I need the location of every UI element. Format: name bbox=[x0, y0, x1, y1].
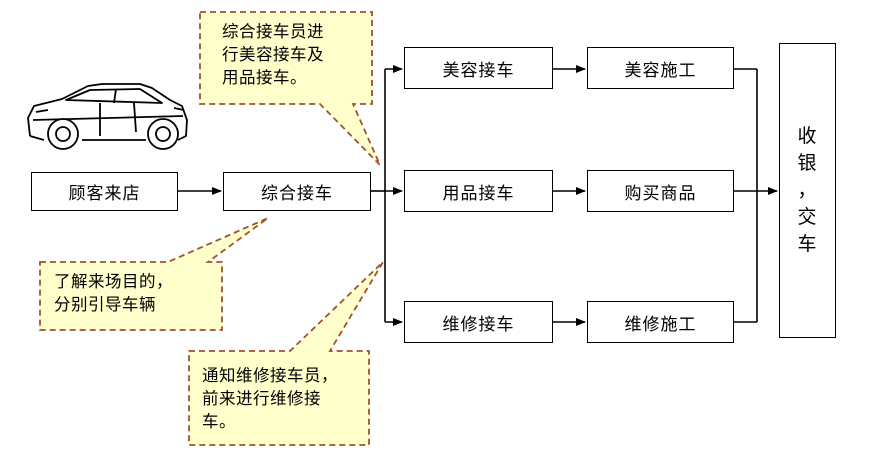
box-repair-reception-label: 维修接车 bbox=[442, 314, 515, 335]
box-repair-reception: 维修接车 bbox=[404, 301, 553, 343]
callout-left-text: 了解来场目的， 分别引导车辆 bbox=[54, 270, 173, 316]
box-repair-service-label: 维修施工 bbox=[624, 314, 697, 335]
box-beauty-reception-label: 美容接车 bbox=[442, 60, 515, 81]
callout-left-bubble bbox=[39, 217, 269, 331]
callout-bottom-line-2: 前来进行维修接 bbox=[202, 389, 321, 408]
callout-bottom-line-3: 车。 bbox=[202, 412, 236, 431]
box-purchase-goods: 购买商品 bbox=[587, 170, 734, 212]
callout-left-line-1: 了解来场目的， bbox=[54, 272, 173, 291]
box-beauty-service: 美容施工 bbox=[587, 47, 734, 89]
callout-top-bubble bbox=[199, 11, 381, 166]
callout-top-line-2: 行美容接车及 bbox=[222, 45, 324, 64]
box-general-reception: 综合接车 bbox=[223, 172, 371, 211]
connectors bbox=[178, 65, 778, 326]
box-customer-arrival-label: 顾客来店 bbox=[68, 184, 141, 204]
callout-bottom-text: 通知维修接车员， 前来进行维修接 车。 bbox=[202, 364, 338, 433]
box-purchase-goods-label: 购买商品 bbox=[624, 183, 697, 204]
box-beauty-reception: 美容接车 bbox=[404, 47, 553, 89]
checkout-char-3: ， bbox=[797, 179, 818, 201]
box-checkout: 收 银 ， 交 车 bbox=[779, 43, 836, 338]
car-icon bbox=[27, 83, 188, 150]
callout-bottom-line-1: 通知维修接车员， bbox=[202, 366, 338, 385]
box-general-reception-label: 综合接车 bbox=[261, 184, 333, 204]
callout-left-line-2: 分别引导车辆 bbox=[54, 295, 156, 314]
box-customer-arrival: 顾客来店 bbox=[31, 172, 178, 211]
box-goods-reception: 用品接车 bbox=[404, 170, 553, 212]
callout-top-line-3: 用品接车。 bbox=[222, 68, 307, 87]
box-repair-service: 维修施工 bbox=[587, 301, 734, 343]
checkout-char-2: 银 bbox=[797, 152, 818, 174]
callout-bottom-bubble bbox=[188, 261, 384, 446]
checkout-char-4: 交 bbox=[797, 206, 818, 228]
box-goods-reception-label: 用品接车 bbox=[442, 183, 515, 204]
checkout-char-5: 车 bbox=[797, 233, 818, 255]
callout-top-text: 综合接车员进 行美容接车及 用品接车。 bbox=[222, 20, 324, 89]
box-beauty-service-label: 美容施工 bbox=[624, 60, 697, 81]
checkout-char-1: 收 bbox=[797, 125, 818, 147]
callout-top-line-1: 综合接车员进 bbox=[222, 22, 324, 41]
